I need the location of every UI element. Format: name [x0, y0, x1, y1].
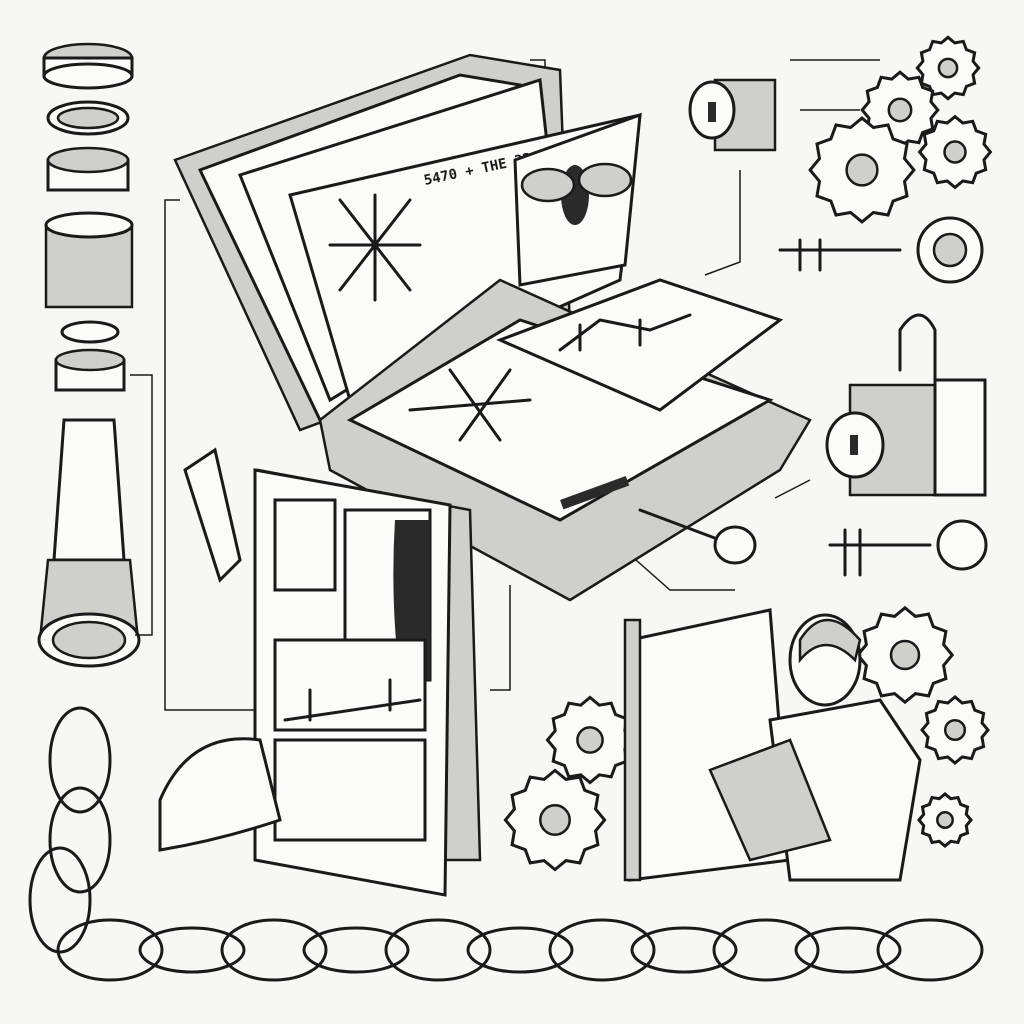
- chain-link: [48, 706, 112, 814]
- chain-link: [876, 918, 984, 982]
- binder-notebook: 5470 + THE 22404379: [173, 53, 812, 602]
- chain-link: [630, 926, 738, 974]
- chain-link: [548, 918, 656, 982]
- locks-and-keys: [688, 78, 988, 577]
- chain-link: [48, 786, 112, 894]
- chain: [28, 706, 984, 982]
- chain-link: [302, 926, 410, 974]
- man-with-tablet: [623, 608, 922, 882]
- chain-link: [56, 918, 164, 982]
- comic-pamphlet: [158, 447, 482, 897]
- connector-lines: [130, 59, 880, 711]
- chain-link: [28, 846, 92, 954]
- chain-link: [220, 918, 328, 982]
- telescope-parts: [37, 42, 141, 668]
- chain-link: [794, 926, 902, 974]
- gears: [503, 35, 993, 872]
- chain-link: [384, 918, 492, 982]
- chain-link: [138, 926, 246, 974]
- chain-link: [712, 918, 820, 982]
- chain-link: [466, 926, 574, 974]
